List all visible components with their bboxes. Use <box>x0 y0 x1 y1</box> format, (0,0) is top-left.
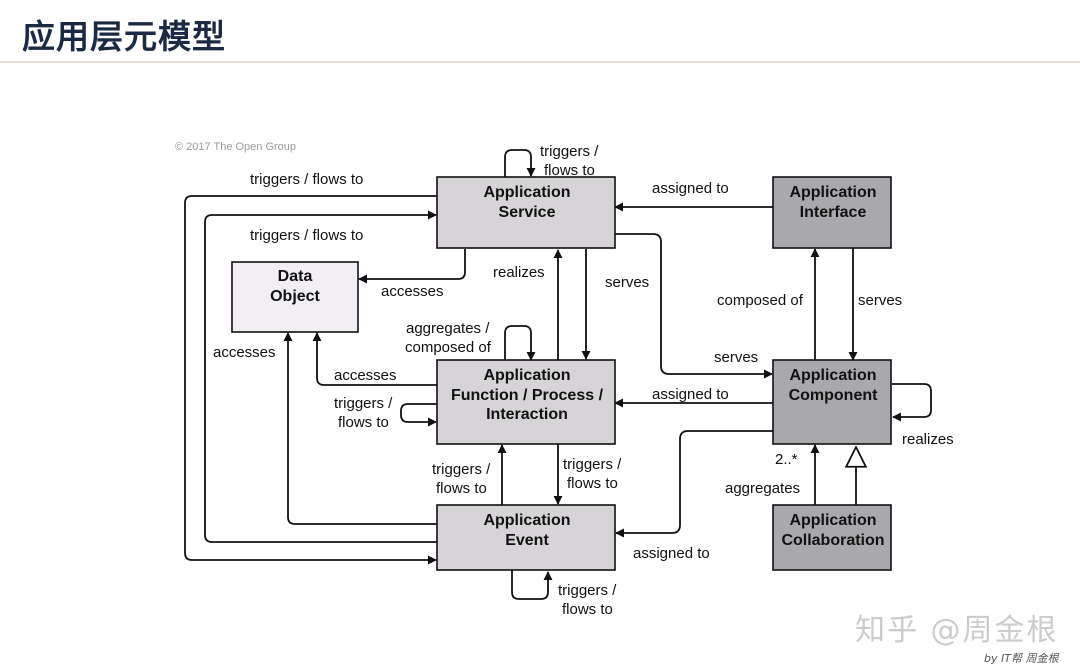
service-serves-component-line <box>615 233 773 379</box>
data-object-title-1: Data <box>278 268 313 285</box>
aggregates-label: aggregates <box>725 480 800 497</box>
function-title-3: Interaction <box>486 406 568 423</box>
watermark: 知乎 @周金根 <box>855 613 1059 648</box>
interface-title-1: Application <box>789 184 876 201</box>
data-object-node <box>231 261 359 333</box>
interface-title-2: Interface <box>800 204 867 221</box>
credit-text: by IT帮 周金根 <box>984 652 1059 665</box>
event-title-2: Event <box>505 532 549 549</box>
page-title: 应用层元模型 <box>22 17 226 56</box>
composed-of-label: composed of <box>717 292 804 309</box>
service-triggers-label-1: triggers / <box>540 143 599 160</box>
application-collaboration-node <box>772 504 892 571</box>
component-assigned-event-label: assigned to <box>633 545 710 562</box>
application-function-node <box>436 359 616 445</box>
function-self-aggregates-line <box>504 325 536 361</box>
component-self-realizes-line <box>892 383 932 422</box>
function-title-1: Application <box>483 367 570 384</box>
copyright-text: © 2017 The Open Group <box>175 141 296 153</box>
data-object-title-2: Object <box>270 288 320 305</box>
service-title-2: Service <box>499 204 556 221</box>
serves-interface-label: serves <box>858 292 902 309</box>
outer-triggers-label-2: triggers / flows to <box>250 227 363 244</box>
service-triggers-label-2: flows to <box>544 162 595 179</box>
event-accesses-line <box>283 332 437 525</box>
service-accesses-label: accesses <box>381 283 444 300</box>
realizes-service-label: realizes <box>493 264 545 281</box>
service-title-1: Application <box>483 184 570 201</box>
component-realizes-label: realizes <box>902 431 954 448</box>
function-title-2: Function / Process / <box>451 387 604 404</box>
title-divider <box>0 61 1080 63</box>
event-triggers-function-label-1: triggers / <box>432 461 491 478</box>
function-triggers-event-label-1: triggers / <box>563 456 622 473</box>
application-component-node <box>772 359 892 445</box>
multiplicity-label: 2..* <box>775 451 798 468</box>
function-triggers-event-label-2: flows to <box>567 475 618 492</box>
outer-triggers-line <box>184 195 437 565</box>
collaboration-title-2: Collaboration <box>781 532 884 549</box>
event-triggers-label-1: triggers / <box>558 582 617 599</box>
function-triggers-label-1: triggers / <box>334 395 393 412</box>
interface-assigned-label: assigned to <box>652 180 729 197</box>
event-triggers-label-2: flows to <box>562 601 613 618</box>
event-title-1: Application <box>483 512 570 529</box>
serves-service-label: serves <box>605 274 649 291</box>
function-accesses-line <box>312 332 437 386</box>
function-triggers-label-2: flows to <box>338 414 389 431</box>
event-triggers-function-label-2: flows to <box>436 480 487 497</box>
function-aggregates-label-2: composed of <box>405 339 492 356</box>
component-title-1: Application <box>789 367 876 384</box>
outer-triggers-line-2 <box>204 210 437 543</box>
component-assigned-event-line <box>615 430 773 538</box>
service-accesses-line <box>358 249 466 284</box>
component-title-2: Component <box>789 387 879 404</box>
application-event-node <box>436 504 616 571</box>
outer-triggers-label: triggers / flows to <box>250 171 363 188</box>
function-aggregates-label-1: aggregates / <box>406 320 490 337</box>
application-service-node <box>436 176 616 249</box>
function-self-triggers-line <box>400 403 437 427</box>
function-accesses-label: accesses <box>334 367 397 384</box>
component-assigned-function-label: assigned to <box>652 386 729 403</box>
collaboration-title-1: Application <box>789 512 876 529</box>
event-self-triggers-line <box>511 570 553 600</box>
application-interface-node <box>772 176 892 249</box>
serves-component-label: serves <box>714 349 758 366</box>
event-accesses-label: accesses <box>213 344 276 361</box>
service-self-triggers-line <box>504 149 536 177</box>
